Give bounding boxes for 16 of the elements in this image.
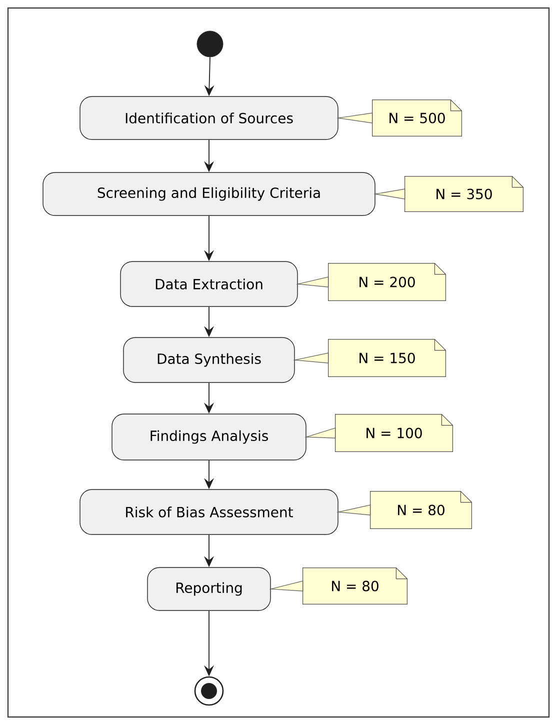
- activity-box: Data Synthesis: [123, 337, 295, 383]
- activity-box: Risk of Bias Assessment: [80, 489, 338, 535]
- end-circle: [194, 676, 224, 706]
- note: N = 150: [328, 339, 446, 377]
- note: N = 100: [335, 414, 453, 452]
- activity-box: Identification of Sources: [80, 96, 338, 140]
- activity-box: Data Extraction: [120, 261, 298, 307]
- note: N = 200: [328, 263, 446, 301]
- activity-box: Findings Analysis: [112, 414, 306, 460]
- note: N = 80: [302, 568, 408, 604]
- activity-box: Screening and Eligibility Criteria: [42, 172, 376, 216]
- note: N = 500: [372, 100, 462, 136]
- note: N = 80: [370, 491, 472, 529]
- note: N = 350: [404, 176, 524, 212]
- start-circle: [196, 30, 224, 58]
- activity-box: Reporting: [147, 567, 271, 611]
